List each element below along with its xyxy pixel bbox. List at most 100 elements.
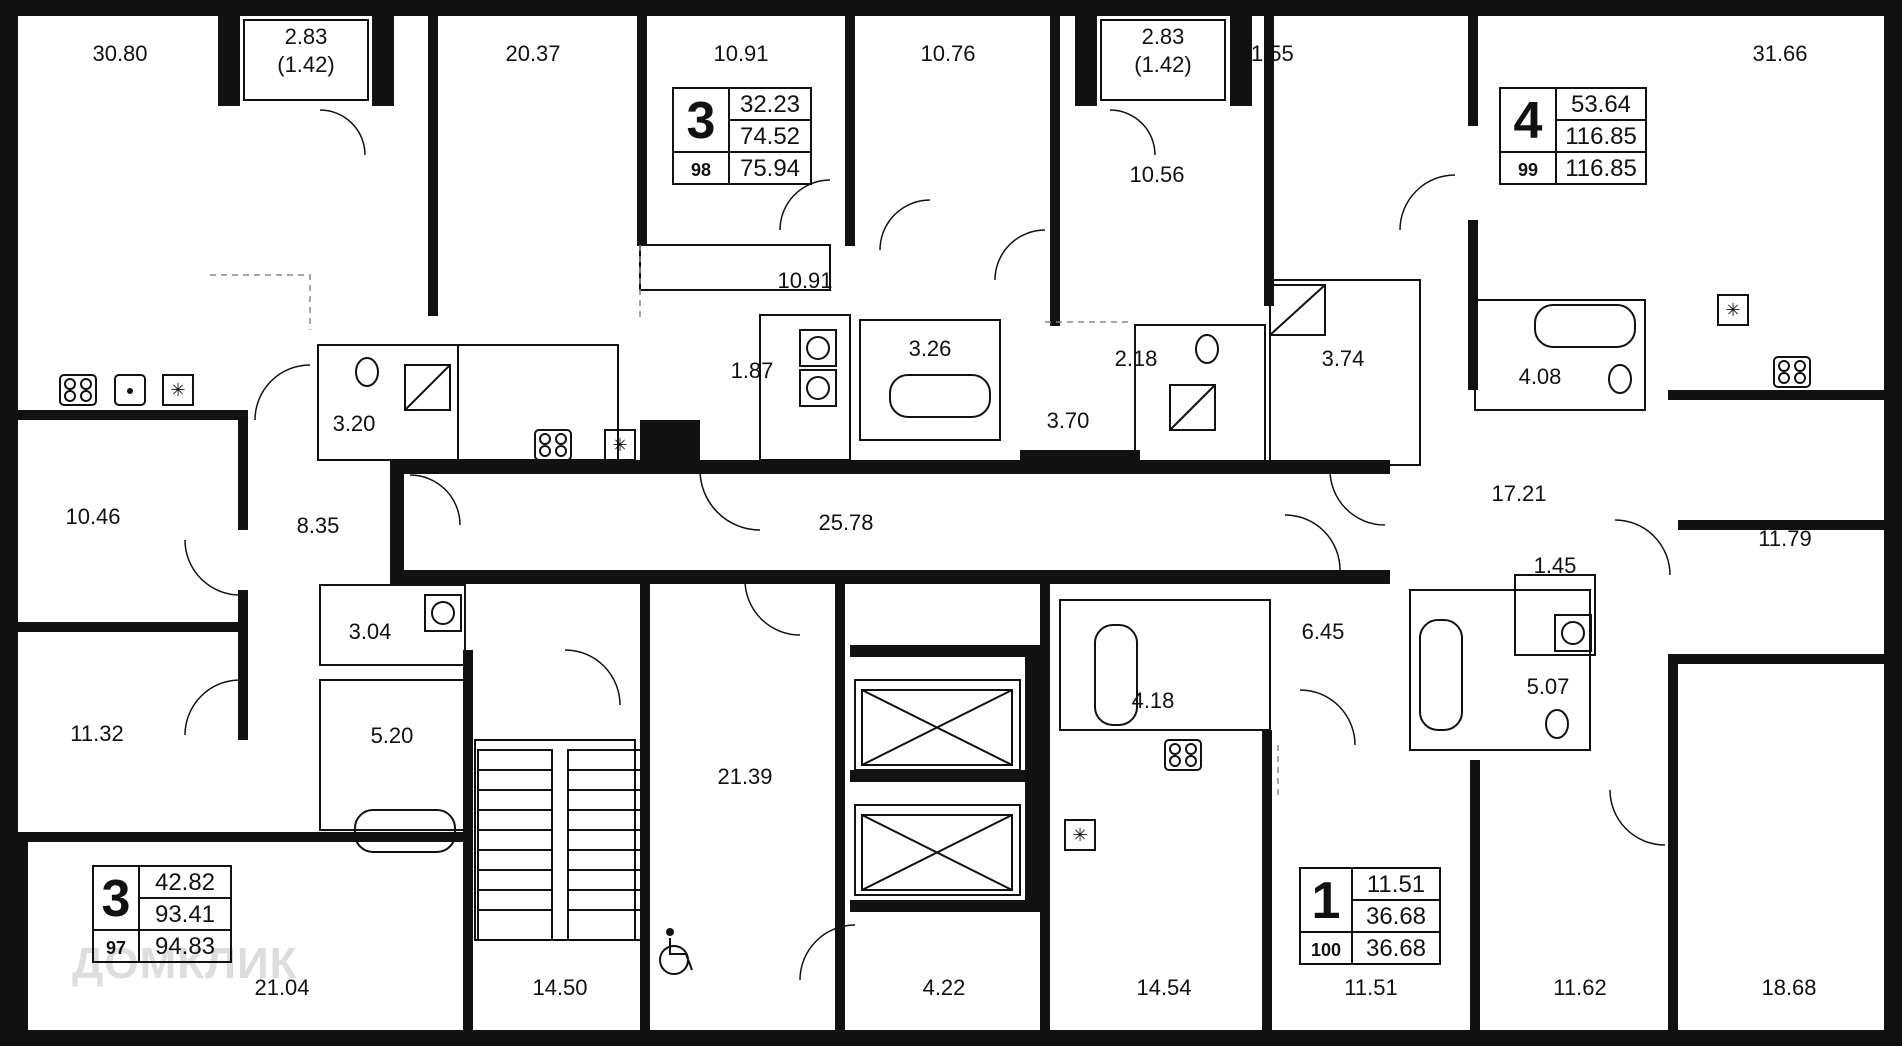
svg-text:✳: ✳ [1725, 300, 1740, 320]
ventilation-icon: ✳ [162, 374, 194, 406]
apartment-badge: 3 42.82 93.41 97 94.83 [92, 865, 232, 963]
room-11-79: 11.79 [1758, 526, 1811, 551]
watermark: ДОМКЛИК [72, 939, 297, 988]
hall-6-45: 6.45 [1302, 619, 1345, 644]
room-21-04: 21.04 [254, 975, 309, 1000]
apartment-living-area: 42.82 [155, 869, 215, 896]
washer-icon [799, 369, 837, 407]
apartment-living-area: 32.23 [740, 91, 800, 118]
balcony-left-sub: (1.42) [277, 52, 334, 77]
room-labels: 30.80 2.83 (1.42) 20.37 10.91 10.76 2.83… [65, 24, 1816, 1000]
apartment-total-area: 74.52 [740, 123, 800, 150]
ventilation-icon: ✳ [1717, 294, 1749, 326]
bathtub-icon [1534, 304, 1636, 348]
room-11-32: 11.32 [70, 721, 123, 746]
shower-2-18: 2.18 [1115, 346, 1158, 371]
room-18-68: 18.68 [1761, 975, 1816, 1000]
bath-5-07: 5.07 [1527, 674, 1570, 699]
shower-3-20: 3.20 [333, 411, 376, 436]
room-11-55: 11.55 [1240, 41, 1293, 66]
shower-icon [1269, 284, 1326, 336]
room-10-91-top: 10.91 [713, 41, 768, 66]
room-outlines [317, 244, 1646, 941]
apartment-number: 98 [691, 160, 711, 180]
apartment-rooms: 1 [1312, 872, 1341, 930]
stove-icon [1773, 356, 1811, 388]
apartment-area-with-balcony: 36.68 [1366, 935, 1426, 962]
apartment-number: 99 [1518, 160, 1538, 180]
bath-5-20: 5.20 [371, 723, 414, 748]
toilet-icon [1195, 334, 1219, 364]
corridor-25-78: 25.78 [818, 510, 873, 535]
lobby-21-39: 21.39 [717, 764, 772, 789]
svg-text:✳: ✳ [612, 435, 627, 455]
toilet-icon [1608, 364, 1632, 394]
room-30-80: 30.80 [92, 41, 147, 66]
stairs-14-50: 14.50 [532, 975, 587, 1000]
apartment-number: 97 [106, 938, 126, 958]
apartment-total-area: 93.41 [155, 901, 215, 928]
wheelchair-icon [659, 928, 693, 975]
balcony-hatch [243, 19, 1226, 101]
apartment-number: 100 [1311, 940, 1341, 960]
dashed-openings [210, 245, 1279, 800]
washer-icon [424, 594, 462, 632]
room-4-22: 4.22 [923, 975, 966, 1000]
bathtub-icon [889, 374, 991, 418]
wc-1-87: 1.87 [731, 358, 774, 383]
wc-3-04: 3.04 [349, 619, 392, 644]
stove-icon [534, 429, 572, 461]
svg-text:✳: ✳ [170, 380, 185, 400]
closet-3-70: 3.70 [1047, 408, 1090, 433]
hall-8-35: 8.35 [297, 513, 340, 538]
balcony-center-sub: (1.42) [1134, 52, 1191, 77]
wc-1-45: 1.45 [1534, 553, 1577, 578]
washer-icon [1554, 614, 1592, 652]
room-20-37: 20.37 [505, 41, 560, 66]
elevator-icon [861, 689, 1013, 891]
ventilation-icon: ✳ [604, 429, 636, 461]
balcony-left: 2.83 [285, 24, 328, 49]
room-31-66: 31.66 [1752, 41, 1807, 66]
apartment-badge: 4 53.64 116.85 99 116.85 [1499, 87, 1647, 185]
sink-icon [114, 374, 146, 406]
hall-10-91: 10.91 [777, 268, 832, 293]
bath-3-26: 3.26 [909, 336, 952, 361]
apartment-area-with-balcony: 116.85 [1565, 155, 1637, 182]
stove-icon [59, 374, 97, 406]
apartment-area-with-balcony: 75.94 [740, 155, 800, 182]
stove-icon [1164, 739, 1202, 771]
kitchen-14-54: 14.54 [1136, 975, 1191, 1000]
apartment-area-with-balcony: 94.83 [155, 933, 215, 960]
stairs-icon [477, 749, 643, 941]
room-11-51: 11.51 [1344, 975, 1397, 1000]
door-swings [184, 109, 1671, 981]
bathtub-icon [1419, 619, 1463, 731]
shower-icon [1169, 384, 1216, 431]
apartment-rooms: 3 [687, 92, 716, 150]
svg-text:✳: ✳ [1072, 825, 1087, 845]
bathtub-icon [1094, 624, 1138, 726]
room-10-46: 10.46 [65, 504, 120, 529]
apartment-living-area: 11.51 [1367, 871, 1425, 898]
toilet-icon [355, 357, 379, 387]
toilet-icon [1545, 709, 1569, 739]
bathtub-icon [354, 809, 456, 853]
shower-3-74: 3.74 [1322, 346, 1365, 371]
apartment-badge: 3 32.23 74.52 98 75.94 [672, 87, 812, 185]
apartment-badge: 1 11.51 36.68 100 36.68 [1299, 867, 1441, 965]
hall-17-21: 17.21 [1491, 481, 1546, 506]
apartment-rooms: 4 [1514, 92, 1543, 150]
bath-4-08: 4.08 [1519, 364, 1562, 389]
washer-icon [799, 329, 837, 367]
room-11-62: 11.62 [1553, 975, 1606, 1000]
shower-icon [404, 364, 451, 411]
bath-4-18: 4.18 [1132, 688, 1175, 713]
room-10-56: 10.56 [1129, 162, 1184, 187]
balcony-center: 2.83 [1142, 24, 1185, 49]
apartment-total-area: 36.68 [1366, 903, 1426, 930]
ventilation-icon: ✳ [1064, 819, 1096, 851]
room-10-76: 10.76 [920, 41, 975, 66]
